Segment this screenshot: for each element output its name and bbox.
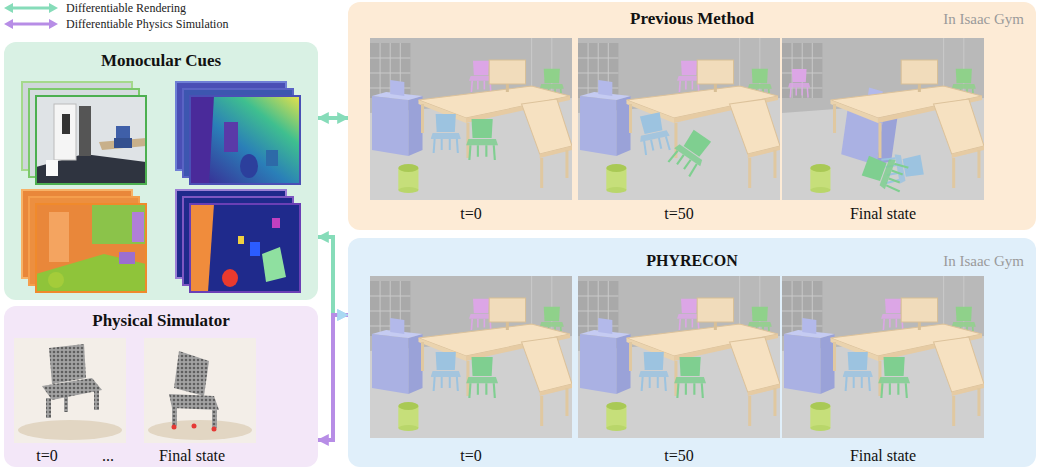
time-label: ... — [102, 447, 114, 465]
legend-arrow-rendering — [4, 3, 58, 13]
connector-arrow — [318, 237, 348, 315]
time-label: t=50 — [664, 205, 693, 223]
panel: Monocular Cues — [4, 42, 318, 300]
legend-arrow-physics — [4, 19, 58, 29]
simulator-note: In Isaac Gym — [943, 8, 1024, 30]
panel-title: Physical Simulator — [92, 310, 229, 332]
chair-point-cloud-final — [144, 338, 256, 443]
legend-text: Differentiable Physics Simulation — [66, 17, 228, 31]
panel: Physical Simulator — [4, 306, 318, 467]
time-label: t=0 — [36, 447, 57, 465]
time-label: Final state — [850, 205, 916, 223]
scene-render-final — [782, 38, 984, 200]
scene-render-t50 — [578, 38, 780, 200]
simulator-illustration — [4, 306, 318, 467]
legend-text: Differentiable Rendering — [66, 1, 186, 15]
connector-arrow — [318, 315, 348, 440]
phyrecon-renders — [348, 238, 1036, 467]
time-label: t=0 — [460, 205, 481, 223]
simulator-note: In Isaac Gym — [943, 250, 1024, 272]
rgb-image-stack — [22, 82, 146, 184]
normal-image-stack — [22, 190, 146, 292]
panel: Previous Method In Isaac Gym — [348, 2, 1036, 230]
panel-title: PHYRECON — [646, 250, 738, 272]
connector-arrow — [318, 116, 348, 120]
panel-title: Monocular Cues — [101, 50, 221, 72]
scene-render-t0 — [370, 276, 572, 438]
segmentation-image-stack — [176, 190, 300, 292]
previous-method-renders — [348, 2, 1036, 230]
panel: PHYRECON In Isaac Gym — [348, 238, 1036, 467]
scene-render-t0 — [370, 38, 572, 200]
time-label: Final state — [159, 447, 225, 465]
chair-point-cloud-start — [14, 338, 126, 443]
scene-render-final — [782, 276, 984, 438]
time-label: t=0 — [460, 447, 481, 465]
time-label: t=50 — [664, 447, 693, 465]
scene-render-t50 — [578, 276, 780, 438]
monocular-cues-illustration — [4, 42, 318, 300]
time-label: Final state — [850, 447, 916, 465]
legend-arrows — [0, 0, 64, 34]
depth-image-stack — [176, 82, 300, 184]
panel-title: Previous Method — [630, 8, 754, 30]
